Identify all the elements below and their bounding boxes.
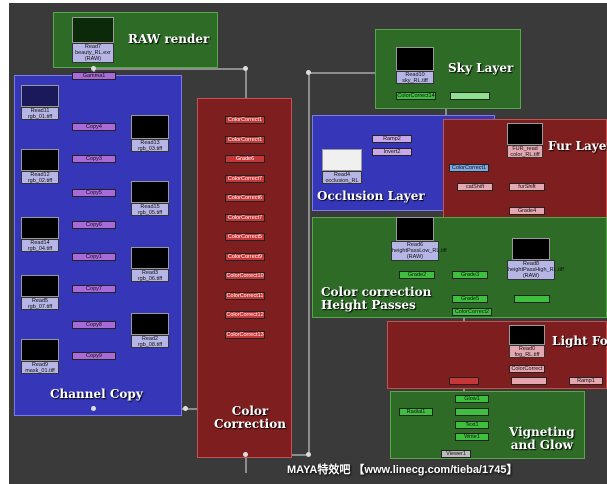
colorcorrect-node[interactable]: ColorCorrect10 (225, 272, 265, 280)
read4-thumbnail[interactable] (322, 149, 362, 171)
read6-node[interactable]: Read6 heightPassLow_RL.tiff (RAW) (391, 241, 447, 261)
backdrop-title: Vigneting and Glow (509, 425, 575, 452)
colorcorrect-fog-node[interactable]: ColorCorrect (509, 365, 545, 373)
ramp1-node[interactable]: Ramp1 (569, 377, 603, 385)
colorcorrect-node[interactable]: ColorCorrect6 (225, 194, 265, 202)
colorcorrect-node[interactable]: ColorCorrect1 (225, 116, 265, 124)
colorcorrect-node[interactable]: ColorCorrect12 (225, 311, 265, 319)
radial1-node[interactable]: Radial1 (399, 408, 433, 416)
read11-node[interactable]: Read11 rgb_01.tiff (21, 107, 59, 120)
gamma1-node[interactable]: Gamma1 (72, 72, 116, 80)
backdrop-title: RAW render (128, 32, 210, 46)
invert2-node[interactable]: Invert2 (372, 148, 412, 156)
ramp2-node[interactable]: Ramp2 (372, 135, 412, 143)
copy9-node[interactable]: Copy9 (72, 352, 116, 360)
backdrop-title: Color correction Height Passes (321, 285, 432, 312)
backdrop-title: Fur Layer (548, 139, 607, 153)
copy6-node[interactable]: Copy6 (72, 221, 116, 229)
read7-node[interactable]: Read7 beauty_RL.exr (RAW) (72, 43, 114, 63)
sky-merge-node[interactable] (450, 92, 490, 100)
write1-node[interactable]: Write1 (455, 433, 489, 441)
occlusion-merge-node[interactable]: ColorCorrect1 (449, 164, 489, 172)
read13-node[interactable]: Read13 rgb_03.tiff (131, 139, 169, 152)
fur-read-thumbnail[interactable] (507, 123, 543, 145)
read14-thumbnail[interactable] (21, 217, 59, 239)
pipe-dot[interactable] (306, 70, 311, 75)
read4-node[interactable]: Read4 occlusion_RL (322, 171, 362, 184)
grade4-node[interactable]: Grade4 (509, 207, 545, 215)
read8-node[interactable]: Read8 heightPassHigh_RL.tiff (RAW) (507, 260, 564, 280)
furshift-node[interactable]: furShift (509, 183, 545, 191)
read9-thumbnail[interactable] (21, 339, 59, 361)
copy7-node[interactable]: Copy7 (72, 285, 116, 293)
read15-thumbnail[interactable] (131, 181, 169, 203)
colorcorrect-node[interactable]: ColorCorrect1 (225, 135, 265, 144)
backdrop-title: Sky Layer (448, 61, 514, 75)
pipe-dot[interactable] (183, 406, 188, 411)
colorcorrect14-node[interactable]: ColorCorrect14 (396, 92, 436, 100)
read10-node[interactable]: Read10 sky_RL.tiff (396, 71, 434, 84)
copy4-node[interactable]: Copy4 (72, 123, 116, 131)
colorcorrect-node[interactable]: Grade6 (225, 155, 265, 163)
read8-thumbnail[interactable] (512, 238, 550, 260)
grade-high-node[interactable] (514, 295, 550, 303)
colorcorrect-node[interactable]: ColorCorrect9 (225, 252, 265, 261)
read0-node[interactable]: Read0 fog_RL.tiff (509, 345, 545, 358)
pipe-dot[interactable] (91, 406, 96, 411)
pipe-dot[interactable] (243, 66, 248, 71)
backdrop-title: Occlusion Layer (317, 189, 425, 203)
watermark-text: MAYA特效吧 【www.linecg.com/tieba/1745】 (287, 464, 518, 476)
grade5-node[interactable]: Grade5 (452, 295, 488, 303)
read5-node[interactable]: Read5 rgb_07.tiff (21, 297, 59, 310)
read3-node[interactable]: Read3 rgb_06.tiff (131, 269, 169, 282)
read7-thumbnail[interactable] (72, 17, 114, 43)
read0-thumbnail[interactable] (509, 325, 545, 345)
text1-node[interactable]: Text1 (455, 421, 489, 429)
pipe-dot[interactable] (306, 452, 311, 457)
colorcorrect-node[interactable]: ColorCorrect13 (225, 330, 265, 339)
backdrop-title: Channel Copy (50, 387, 143, 401)
read5-thumbnail[interactable] (21, 275, 59, 297)
read13-thumbnail[interactable] (131, 115, 169, 139)
read14-node[interactable]: Read14 rgb_04.tiff (21, 239, 59, 252)
fog-merge-node[interactable] (449, 377, 479, 385)
viewer1-node[interactable]: Viewer1 (441, 450, 471, 458)
read2-thumbnail[interactable] (131, 313, 169, 335)
glow1-node[interactable]: Glow1 (455, 395, 489, 403)
read15-node[interactable]: Read15 rgb_05.tiff (131, 203, 169, 216)
grade2-node[interactable]: Grade2 (399, 271, 435, 279)
fog-mask-node[interactable] (511, 377, 547, 385)
copy3-node[interactable]: Copy3 (72, 155, 116, 163)
read2-node[interactable]: Read2 rgb_08.tiff (131, 335, 169, 348)
pipe-dot[interactable] (243, 452, 248, 457)
copy5-node[interactable]: Copy5 (72, 189, 116, 197)
pipe-dot[interactable] (91, 66, 96, 71)
read3-thumbnail[interactable] (131, 247, 169, 269)
backdrop-title: Color Correction (214, 404, 286, 431)
catshift-node[interactable]: catShift (457, 183, 493, 191)
fur-read-node[interactable]: FUR_read color_RL.tiff (507, 145, 543, 158)
node-graph-canvas[interactable]: RAW render Channel Copy Color Correction… (9, 3, 607, 484)
colorcorrect2-node[interactable]: ColorCorrect2 (452, 308, 492, 316)
colorcorrect-node[interactable]: ColorCorrect7 (225, 213, 265, 222)
copy1-node[interactable]: Copy1 (72, 253, 116, 261)
read12-node[interactable]: Read12 rgb_02.tiff (21, 171, 59, 184)
copy8-node[interactable]: Copy8 (72, 321, 116, 329)
colorcorrect-node[interactable]: ColorCorrect5 (225, 233, 265, 241)
colorcorrect-node[interactable]: ColorCorrect7 (225, 174, 265, 183)
vignette-merge-node[interactable] (455, 408, 489, 416)
backdrop-title: Light Fog (552, 334, 607, 348)
read6-thumbnail[interactable] (396, 217, 434, 241)
colorcorrect-node[interactable]: ColorCorrect11 (225, 291, 265, 300)
read9-node[interactable]: Read9 mask_01.tiff (21, 361, 59, 374)
read12-thumbnail[interactable] (21, 149, 59, 171)
read11-thumbnail[interactable] (21, 85, 59, 107)
read10-thumbnail[interactable] (396, 47, 434, 71)
grade3-node[interactable]: Grade3 (452, 271, 488, 279)
